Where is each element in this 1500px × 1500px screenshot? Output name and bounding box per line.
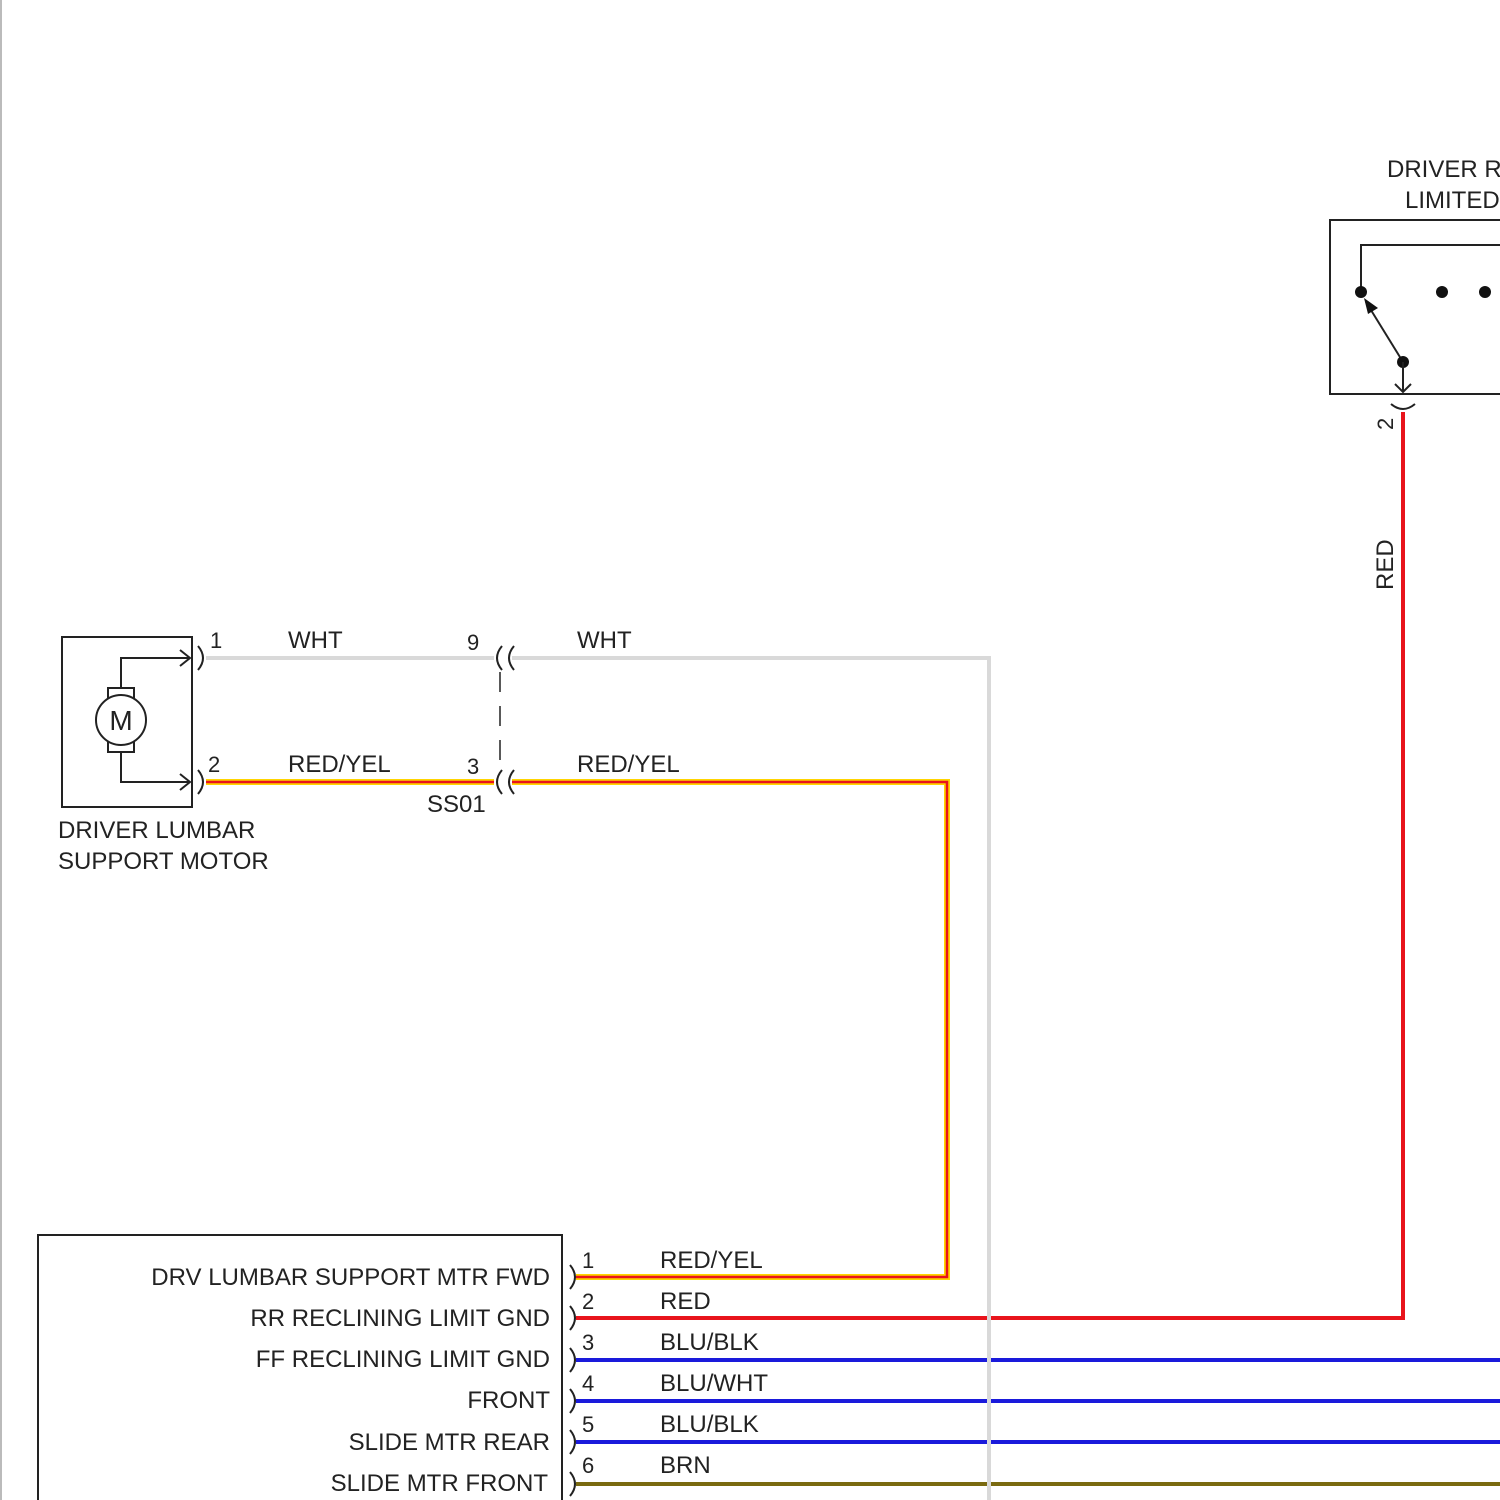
wire-label-wht-right: WHT	[577, 627, 632, 654]
switch-name-line1: DRIVER R	[1387, 156, 1500, 183]
switch-name-line2: LIMITED	[1405, 187, 1500, 214]
module-wire-color: BLU/BLK	[660, 1329, 759, 1356]
reclining-limit-switch: DRIVER R LIMITED 2	[1330, 156, 1500, 430]
motor-symbol: M	[109, 705, 132, 736]
module-pin-row-3: FF RECLINING LIMIT GND 3 BLU/BLK	[256, 1329, 759, 1373]
connector-mark-pin1	[198, 646, 203, 670]
motor-name-line1: DRIVER LUMBAR	[58, 817, 255, 844]
module-pin-row-2: RR RECLINING LIMIT GND 2 RED	[250, 1288, 710, 1332]
module-function-label: SLIDE MTR FRONT	[331, 1470, 549, 1497]
module-pin-number: 2	[582, 1289, 594, 1314]
module-pin-number: 3	[582, 1330, 594, 1355]
wire-label-redyel-right: RED/YEL	[577, 751, 680, 778]
module-pin-number: 4	[582, 1371, 594, 1396]
module-pin-row-5: SLIDE MTR REAR 5 BLU/BLK	[349, 1411, 759, 1456]
module-pin-number: 1	[582, 1248, 594, 1273]
module-function-label: DRV LUMBAR SUPPORT MTR FWD	[151, 1264, 550, 1291]
module-pin-number: 5	[582, 1412, 594, 1437]
ss01-pin3-label: 3	[467, 754, 479, 779]
module-connector-mark	[570, 1265, 575, 1289]
lumbar-motor: M 1 2 DRIVER LUMBAR SUPPORT MOTOR	[58, 628, 269, 875]
module-connector-mark	[570, 1430, 575, 1454]
switch-pin-label: 2	[1373, 418, 1398, 430]
module-wire-color: RED	[660, 1288, 711, 1315]
motor-name-line2: SUPPORT MOTOR	[58, 848, 269, 875]
module-wire-color: RED/YEL	[660, 1247, 763, 1274]
module-connector-mark	[570, 1389, 575, 1413]
switch-connector-mark	[1391, 404, 1415, 409]
module-pin-row-1: DRV LUMBAR SUPPORT MTR FWD 1 RED/YEL	[151, 1247, 762, 1291]
motor-pin2-label: 2	[208, 752, 220, 777]
switch-contact-b	[1436, 286, 1448, 298]
module-connector-mark	[570, 1472, 575, 1496]
module-function-label: SLIDE MTR REAR	[349, 1429, 550, 1456]
module-pin-number: 6	[582, 1453, 594, 1478]
module-function-label: FRONT	[467, 1387, 550, 1414]
wire-label-redyel-left: RED/YEL	[288, 751, 391, 778]
module-pin-row-4: FRONT 4 BLU/WHT	[467, 1370, 768, 1414]
module-function-label: RR RECLINING LIMIT GND	[250, 1305, 550, 1332]
switch-contact-c	[1479, 286, 1491, 298]
motor-pin1-label: 1	[210, 628, 222, 653]
module-connector-mark	[570, 1306, 575, 1330]
module-pin-row-6: SLIDE MTR FRONT 6 BRN	[331, 1452, 711, 1497]
module-function-label: FF RECLINING LIMIT GND	[256, 1346, 550, 1373]
wire-red-yel	[206, 782, 947, 1277]
module-connector-mark	[570, 1348, 575, 1372]
ss01-name: SS01	[427, 791, 486, 818]
ss01-pin9-label: 9	[467, 630, 479, 655]
switch-contact-a	[1355, 286, 1367, 298]
connector-mark-pin2	[198, 770, 203, 794]
switch-box	[1330, 220, 1500, 394]
module-wire-color: BRN	[660, 1452, 711, 1479]
wire-label-red-vertical: RED	[1372, 539, 1399, 590]
module-wire-color: BLU/WHT	[660, 1370, 768, 1397]
module-wire-color: BLU/BLK	[660, 1411, 759, 1438]
wire-label-wht-left: WHT	[288, 627, 343, 654]
